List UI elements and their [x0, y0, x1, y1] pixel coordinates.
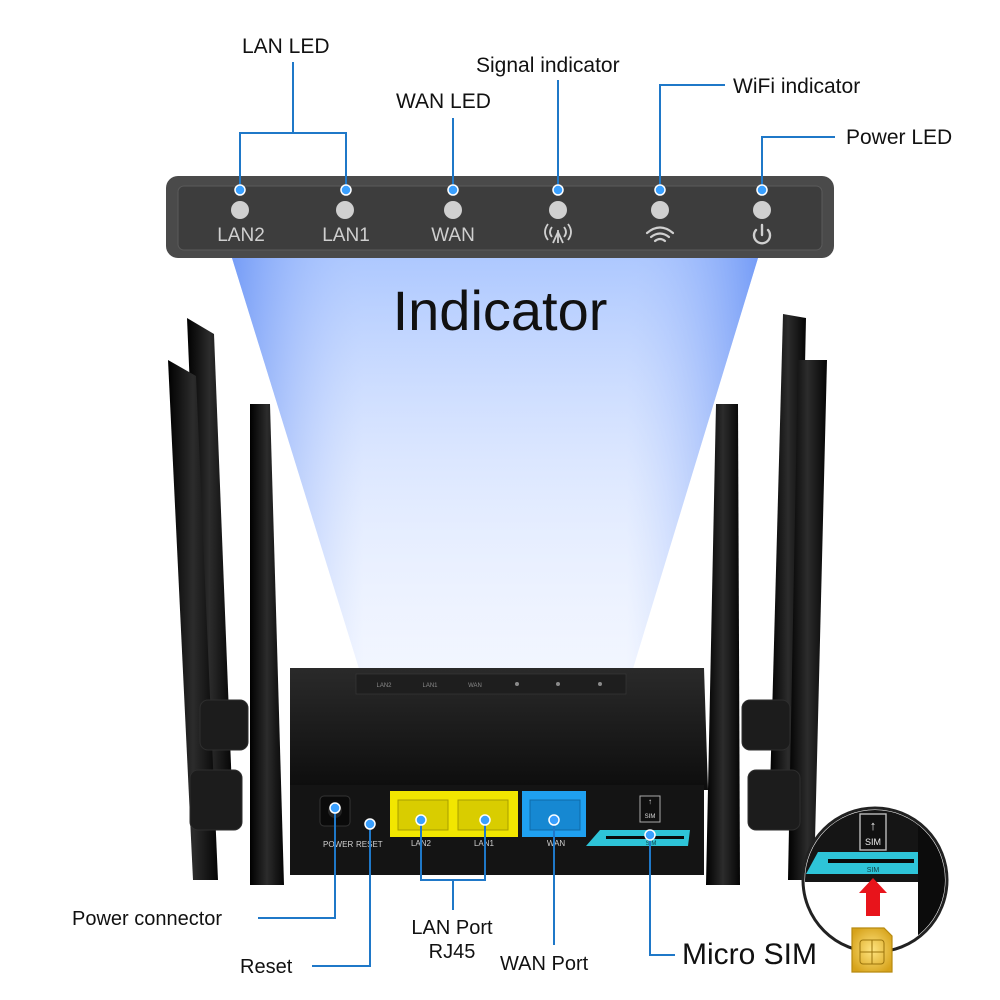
indicator-callout-dots	[234, 184, 768, 196]
svg-text:↑: ↑	[648, 797, 652, 806]
inset-sim-icon-label: SIM	[865, 837, 881, 847]
wan-led-label: WAN LED	[396, 90, 491, 113]
antenna-hinges	[189, 699, 801, 831]
antenna-left-inner	[250, 404, 284, 885]
sim-inset: ↑ SIM SIM	[801, 806, 949, 973]
insert-arrow-icon	[859, 878, 887, 916]
lan-led-label: LAN LED	[242, 35, 330, 58]
port-callout-dots	[329, 802, 656, 841]
top-led-lan1: LAN1	[422, 683, 438, 689]
light-beam	[232, 258, 758, 672]
indicator-panel	[166, 176, 834, 258]
signal-tower-icon	[544, 223, 572, 244]
panel-led-wan-label: WAN	[431, 225, 475, 246]
rear-power-label: POWER	[323, 840, 353, 849]
panel-led-lan2: LAN2	[217, 201, 265, 246]
wifi-icon	[645, 226, 675, 243]
rear-wan-label: WAN	[547, 839, 566, 848]
panel-led-lan1: LAN1	[322, 201, 370, 246]
panel-led-lan2-label: LAN2	[217, 225, 265, 246]
top-led-lan2: LAN2	[376, 683, 392, 689]
power-connector-label: Power connector	[72, 908, 223, 930]
svg-text:↑: ↑	[870, 818, 877, 833]
panel-led-wifi	[645, 201, 675, 243]
sim-icon-label: SIM	[645, 814, 656, 820]
lan-ports: LAN2 LAN1	[390, 791, 518, 848]
sim-card-icon	[851, 927, 893, 973]
panel-led-wan: WAN	[431, 201, 475, 246]
power-icon	[752, 223, 772, 245]
panel-led-power	[752, 201, 772, 245]
router-top-led-labels: LAN2 LAN1 WAN	[376, 682, 602, 689]
power-led-label: Power LED	[846, 126, 953, 149]
reset-label: Reset	[240, 956, 293, 978]
port-callouts	[258, 808, 675, 967]
signal-indicator-label: Signal indicator	[476, 54, 620, 77]
lan-port-label: LAN Port	[411, 917, 493, 939]
page-title: Indicator	[392, 279, 608, 342]
wifi-indicator-label: WiFi indicator	[733, 75, 861, 98]
antenna-right-inner	[706, 404, 740, 885]
top-led-wan: WAN	[468, 683, 482, 689]
antenna-right-front	[788, 360, 827, 880]
panel-led-lan1-label: LAN1	[322, 225, 370, 246]
micro-sim-label: Micro SIM	[682, 938, 817, 971]
wan-port-label: WAN Port	[500, 953, 589, 975]
panel-led-signal	[544, 201, 572, 244]
lan-port-rj45-label: RJ45	[428, 941, 476, 963]
inset-sim-slot-label: SIM	[867, 867, 880, 874]
indicator-callouts	[239, 62, 835, 190]
